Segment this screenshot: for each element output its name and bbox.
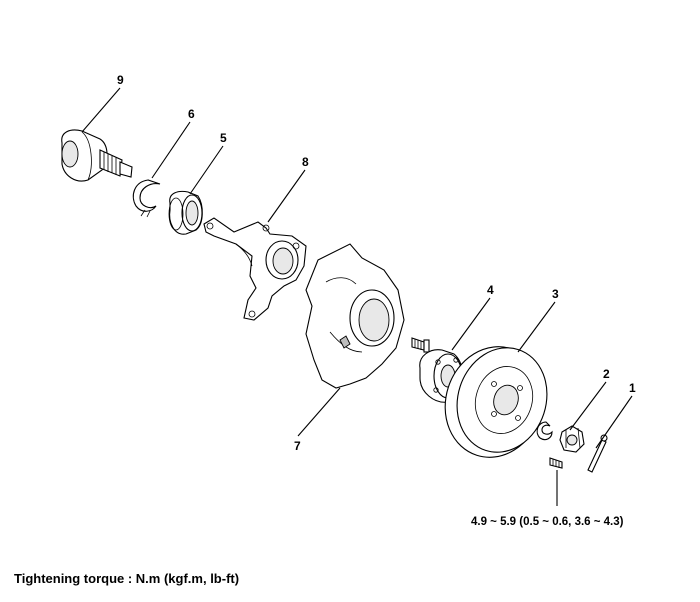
- brake-disc-part: [444, 346, 548, 458]
- callout-7: 7: [294, 439, 301, 453]
- callout-8: 8: [302, 155, 309, 169]
- dust-cover-part: [305, 243, 405, 389]
- callout-3: 3: [552, 287, 559, 301]
- snap-ring-part: [132, 179, 161, 218]
- callout-4: 4: [487, 283, 494, 297]
- tightening-torque-note: Tightening torque : N.m (kgf.m, lb-ft): [14, 571, 240, 586]
- leader-lines: [81, 87, 633, 506]
- callout-9: 9: [117, 73, 124, 87]
- callout-2: 2: [603, 367, 610, 381]
- washer-part: [536, 421, 553, 441]
- drive-shaft-part: [61, 129, 133, 182]
- knuckle-part: [203, 217, 307, 321]
- bearing-part: [168, 190, 203, 235]
- split-pin-part: [587, 434, 608, 473]
- callout-5: 5: [220, 131, 227, 145]
- lock-nut-part: [559, 425, 585, 453]
- hub-bolt-part: [411, 337, 430, 353]
- callout-6: 6: [188, 107, 195, 121]
- small-bolt-part: [549, 457, 563, 469]
- callout-1: 1: [629, 381, 636, 395]
- torque-spec: 4.9 ~ 5.9 (0.5 ~ 0.6, 3.6 ~ 4.3): [471, 516, 624, 528]
